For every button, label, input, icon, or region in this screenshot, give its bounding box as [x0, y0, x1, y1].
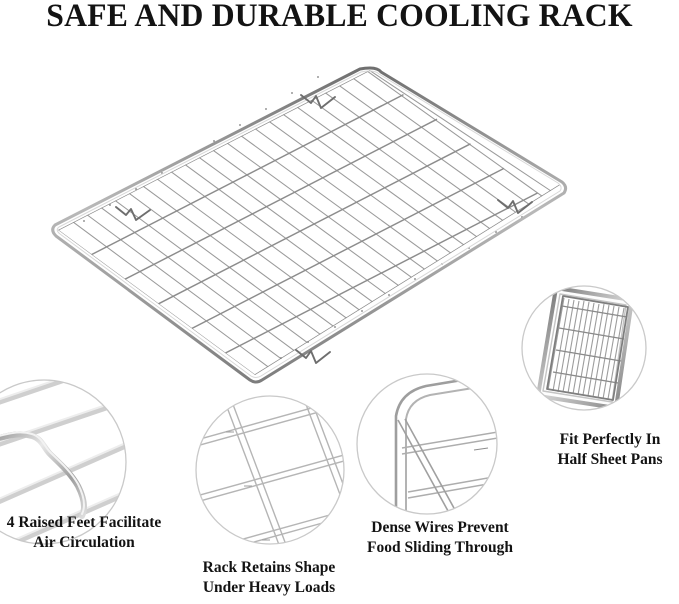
corner-rail-outer — [394, 374, 497, 514]
shape-detail-art — [196, 396, 344, 544]
cooling-rack-illustration — [51, 66, 568, 384]
callout-retains-shape — [192, 388, 348, 548]
callout-ring — [195, 395, 345, 545]
callout-ring — [521, 285, 647, 411]
rack-feet — [115, 94, 533, 364]
dense-detail-art — [357, 374, 497, 514]
pan-rack-dense-wires — [547, 297, 625, 400]
page-title: SAFE AND DURABLE COOLING RACK — [46, 0, 633, 34]
rack-rail-highlight — [56, 70, 562, 378]
caption-half-sheet-fit: Fit Perfectly In Half Sheet Pans — [557, 431, 663, 468]
foot-left — [115, 206, 151, 221]
foot-right — [497, 199, 533, 214]
caption-retains-shape: Rack Retains Shape Under Heavy Loads — [202, 559, 336, 596]
caption-dense-wires: Dense Wires Prevent Food Sliding Through — [367, 519, 513, 556]
pan-rack-cross-wires — [552, 305, 628, 384]
pan-rack-rim — [546, 295, 629, 401]
rack-outer-rail — [51, 66, 568, 384]
caption-raised-feet: 4 Raised Feet Facilitate Air Circulation — [6, 514, 162, 551]
callout-dense-wires — [352, 372, 502, 522]
corner-rail-inner — [405, 379, 497, 514]
callout-half-sheet-fit — [518, 272, 650, 430]
pan-detail-art — [522, 286, 646, 410]
callout-raised-feet — [0, 374, 154, 550]
callout-ring — [356, 373, 498, 515]
rack-wire-grid — [51, 66, 568, 384]
foot-bottom — [295, 349, 331, 364]
callout-ring — [0, 379, 127, 545]
foot-top — [300, 94, 336, 109]
pan-inner-edge — [542, 293, 627, 403]
